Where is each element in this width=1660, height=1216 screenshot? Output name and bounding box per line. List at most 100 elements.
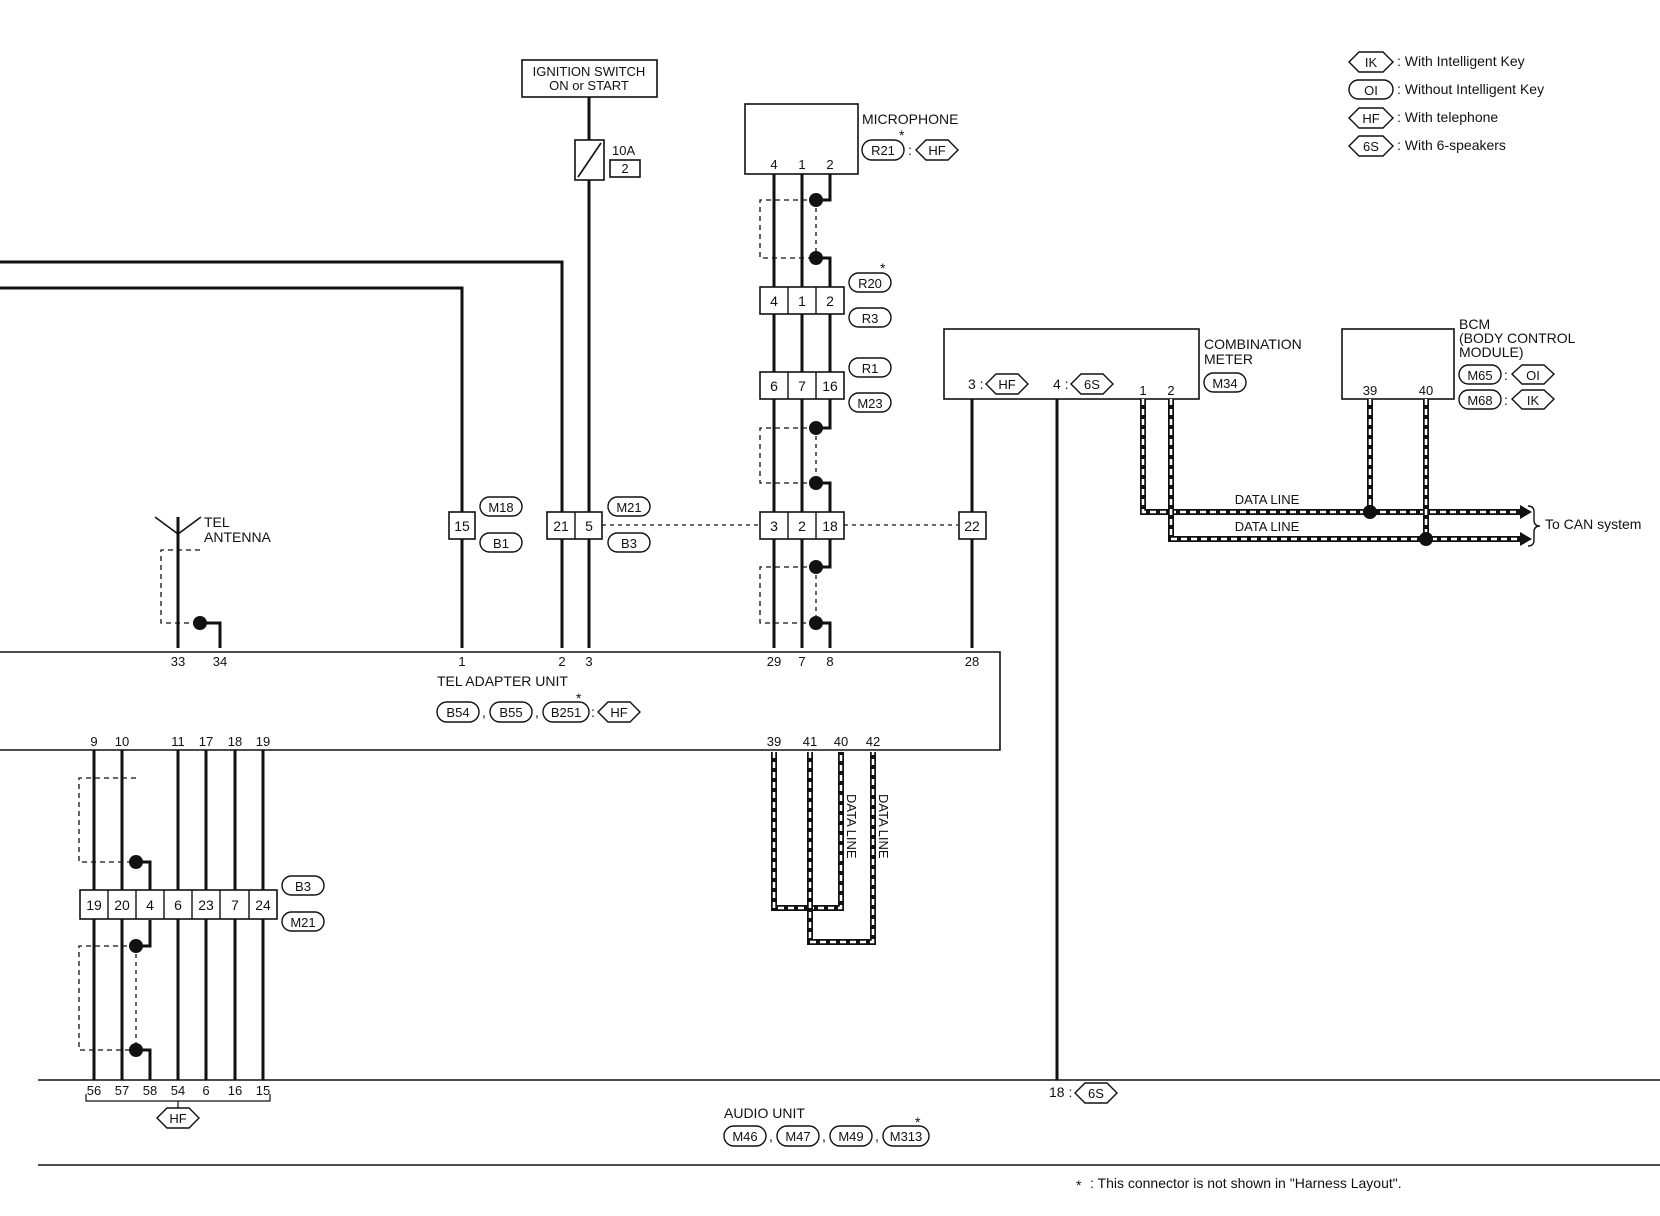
m313-star: * <box>915 1114 921 1130</box>
can-data-line-label-2: DATA LINE <box>1235 519 1300 534</box>
ignition-switch-state: ON or START <box>549 78 629 93</box>
bcm-oi-hex-icon <box>1510 364 1556 385</box>
m47-pill <box>776 1125 820 1147</box>
can-arrow-1-icon <box>1520 505 1532 519</box>
tel-data-line-label-1: DATA LINE <box>844 794 859 859</box>
tel-pin-17: 17 <box>199 734 213 749</box>
microphone-label: MICROPHONE <box>862 111 958 127</box>
r20-block <box>759 286 845 315</box>
fuse-rating: 10A <box>612 143 635 158</box>
r21-colon: : <box>908 142 912 158</box>
oi-pill-icon <box>1348 79 1394 100</box>
mic-wires <box>759 174 832 648</box>
m18-label: M18 <box>488 500 513 515</box>
can-line-1-outer <box>1140 399 1520 515</box>
m65-colon: : <box>1504 367 1508 383</box>
m21-lower-pill <box>281 911 325 932</box>
meter-6s-hex-icon <box>1070 373 1114 395</box>
m21-top-pin-5: 5 <box>585 518 593 534</box>
m68-colon: : <box>1504 392 1508 408</box>
r21-star: * <box>899 127 905 143</box>
mic-hf-label: HF <box>928 143 945 158</box>
tel-sep-2: , <box>535 704 539 720</box>
audio-pin-16: 16 <box>228 1083 242 1098</box>
r1-pill <box>848 357 892 378</box>
m21-mic-pin-2: 2 <box>798 518 806 534</box>
m47-label: M47 <box>785 1129 810 1144</box>
legend-oi: OI : Without Intelligent Key <box>1348 79 1544 100</box>
r20-pin-1: 1 <box>798 293 806 309</box>
connector-r1-m23: 6 7 16 R1 M23 <box>759 357 892 413</box>
m18-pill <box>479 496 523 517</box>
mic-shield-1 <box>759 199 816 259</box>
b1-label: B1 <box>493 536 509 551</box>
audio-sep-3: , <box>875 1128 879 1144</box>
can-line-2-inner <box>1169 399 1520 541</box>
lower-drain-wire-1 <box>136 860 152 890</box>
m23-pill <box>848 392 892 413</box>
connector-b3-m21-lower: 19 20 4 6 23 7 24 B3 M21 <box>79 875 325 932</box>
meter-6s-label: 6S <box>1084 377 1100 392</box>
microphone-box <box>744 103 859 175</box>
r20-pin-2: 2 <box>826 293 834 309</box>
b55-pill <box>489 701 533 723</box>
m46-label: M46 <box>732 1129 757 1144</box>
b251-pill <box>542 701 590 723</box>
left-harness-wires <box>0 180 591 648</box>
r20-label: R20 <box>858 276 882 291</box>
footnote-text: : This connector is not shown in "Harnes… <box>1090 1175 1402 1191</box>
can-splice-39 <box>1363 505 1377 519</box>
audio-pin-57: 57 <box>115 1083 129 1098</box>
r1-label: R1 <box>862 361 879 376</box>
m65-pill <box>1458 364 1502 385</box>
m21-mic-pin-3: 3 <box>770 518 778 534</box>
mic-shield-3 <box>759 566 816 624</box>
tel-adapter-label: TEL ADAPTER UNIT <box>437 673 568 689</box>
m34-pill <box>1203 372 1247 393</box>
fuse-number-box <box>609 159 641 178</box>
tel-adapter-unit: 33 34 1 2 3 29 7 8 28 TEL ADAPTER UNIT B… <box>0 651 1001 751</box>
b3-lower-label: B3 <box>295 879 311 894</box>
legend: IK : With Intelligent Key OI : Without I… <box>1348 51 1544 157</box>
m49-pill <box>829 1125 873 1147</box>
m18-pin: 15 <box>454 518 470 534</box>
m21-lower-label: M21 <box>290 915 315 930</box>
m34-label: M34 <box>1212 376 1237 391</box>
can-data-line-label-1: DATA LINE <box>1235 492 1300 507</box>
m18-pin-cell <box>448 511 476 540</box>
meter-22-cell <box>958 511 987 540</box>
b1-pill <box>479 532 523 553</box>
combination-meter: COMBINATION METER M34 3 : HF 4 : 6S 1 2 <box>943 328 1302 400</box>
tel-data-lines: DATA LINE DATA LINE <box>771 752 891 945</box>
antenna-label-2: ANTENNA <box>204 529 272 545</box>
footnote: * : This connector is not shown in "Harn… <box>1076 1175 1402 1193</box>
audio-pin-6: 6 <box>202 1083 209 1098</box>
r21-pill <box>861 139 905 161</box>
m23-label: M23 <box>857 396 882 411</box>
can-data-lines: DATA LINE DATA LINE To CAN system <box>1140 399 1641 547</box>
bcm-label-1: BCM <box>1459 316 1490 332</box>
tel-adapter-box <box>0 651 1001 751</box>
b3-lower-pill <box>281 875 325 896</box>
m21-mic-pin-18: 18 <box>822 518 838 534</box>
audio-hf-label: HF <box>169 1111 186 1126</box>
mic-wire-2-d <box>816 621 832 648</box>
legend-oi-code: OI <box>1364 83 1378 98</box>
antenna-shield-wire <box>200 621 222 648</box>
tel-pin-19: 19 <box>256 734 270 749</box>
meter-pin4-label: 4 : <box>1053 376 1069 392</box>
tel-hf-label: HF <box>610 705 627 720</box>
bcm-pin-39: 39 <box>1363 383 1377 398</box>
legend-ik-text: : With Intelligent Key <box>1397 53 1525 69</box>
lower-pin-6: 6 <box>174 897 182 913</box>
b3-top-pill <box>607 532 651 553</box>
meter-pin3-label: 3 : <box>968 376 984 392</box>
connector-m21-b3-top: 21 5 M21 B3 <box>546 496 651 553</box>
connector-m18-b1: 15 M18 B1 <box>448 496 523 553</box>
tel-antenna: TEL ANTENNA <box>154 514 272 648</box>
lower-pin-24: 24 <box>255 897 271 913</box>
bcm-ik-label: IK <box>1527 393 1540 408</box>
tel-pin-34: 34 <box>213 654 227 669</box>
ignition-switch-box <box>521 59 658 98</box>
